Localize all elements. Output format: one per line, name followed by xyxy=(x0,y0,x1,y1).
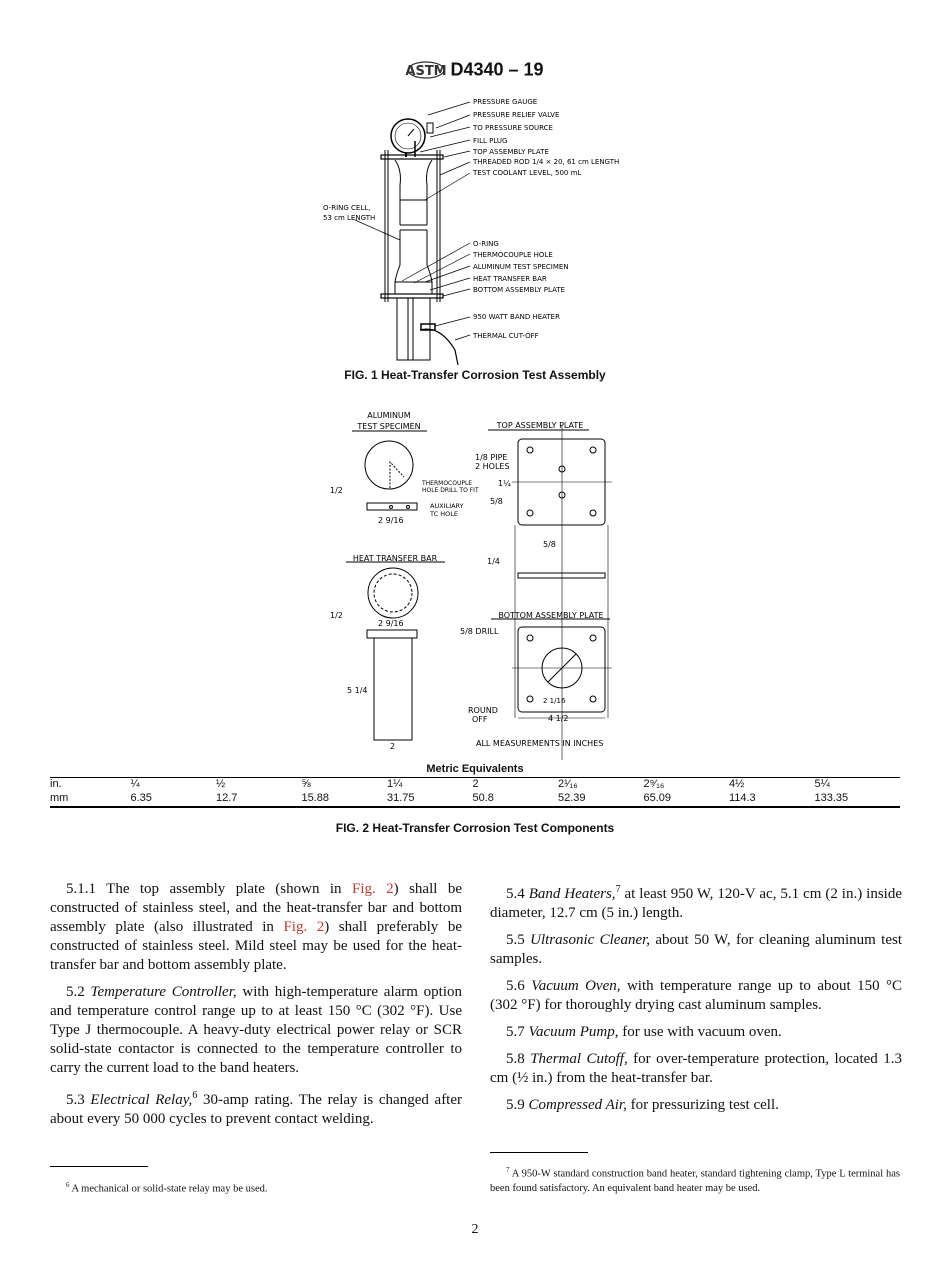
table-cell: 5¼ xyxy=(814,778,830,790)
footnote-divider xyxy=(50,1166,148,1167)
table-cell: 12.7 xyxy=(215,792,238,804)
table-cell: 2¹⁄₁₆ xyxy=(557,778,578,790)
table-cell: 15.88 xyxy=(301,792,329,804)
table-cell: 1¼ xyxy=(386,778,403,790)
label-band-heater: 950 WATT BAND HEATER xyxy=(473,313,560,321)
footnote-7: 7 A 950-W standard construction band hea… xyxy=(490,1166,900,1194)
dim-bar-width: 2 xyxy=(390,742,395,751)
drill-label: 5/8 DRILL xyxy=(460,627,499,636)
figure-2-caption: FIG. 2 Heat-Transfer Corrosion Test Comp… xyxy=(335,821,615,835)
dim-bar-length: 5 1/4 xyxy=(347,686,368,695)
label-thermal-cutoff: THERMAL CUT-OFF xyxy=(472,332,539,340)
round-off-1: ROUND xyxy=(468,706,498,715)
page-number: 2 xyxy=(471,1222,479,1237)
top-plate-title: TOP ASSEMBLY PLATE xyxy=(496,421,584,430)
table-cell: 114.3 xyxy=(728,792,756,804)
table-cell: 31.75 xyxy=(386,792,415,804)
dim-five-eighths: 5/8 xyxy=(490,497,503,506)
label-cell-2: 53 cm LENGTH xyxy=(323,214,375,222)
pipe-1: 1/8 PIPE xyxy=(475,453,507,462)
table-cell: 2 xyxy=(472,778,479,790)
table-cell: ¼ xyxy=(130,778,140,790)
dim-bar-dia: 2 9/16 xyxy=(378,619,404,628)
label-pressure-gauge: PRESSURE GAUGE xyxy=(473,98,537,106)
label-specimen: ALUMINUM TEST SPECIMEN xyxy=(473,263,569,271)
table-cell: 50.8 xyxy=(472,792,494,804)
designation: D4340 – 19 xyxy=(450,59,544,80)
label-o-ring: O-RING xyxy=(473,240,499,248)
specimen-title-1: ALUMINUM xyxy=(367,411,410,420)
specimen-title-2: TEST SPECIMEN xyxy=(356,422,420,431)
label-bottom-plate: BOTTOM ASSEMBLY PLATE xyxy=(473,286,565,294)
label-heat-bar: HEAT TRANSFER BAR xyxy=(473,275,547,283)
aux-hole-1: AUXILIARY xyxy=(430,502,464,510)
label-threaded-rod: THREADED ROD 1/4 × 20, 61 cm LENGTH xyxy=(472,158,619,166)
figure-2-components-drawing: ALUMINUM TEST SPECIMEN THERMOCOUPLE HOLE… xyxy=(330,411,612,760)
table-row-inches: in. ¼ ½ ⅝ 1¼ 2 2¹⁄₁₆ 2⁹⁄₁₆ 4½ 5¼ xyxy=(50,778,900,793)
figure-1-caption: FIG. 1 Heat-Transfer Corrosion Test Asse… xyxy=(344,368,606,382)
round-off-2: OFF xyxy=(472,715,488,724)
fig-2-link[interactable]: Fig. 2 xyxy=(283,919,325,935)
paragraph-5-2: 5.2 Temperature Controller, with high-te… xyxy=(50,984,463,1076)
table-cell: 133.35 xyxy=(814,792,849,804)
page-header: ASTM D4340 – 19 xyxy=(0,56,950,84)
paragraph-5-1-1: 5.1.1 The top assembly plate (shown in F… xyxy=(50,881,462,973)
table-cell: 65.09 xyxy=(643,792,671,804)
table-cell: 2⁹⁄₁₆ xyxy=(643,778,665,790)
bar-title: HEAT TRANSFER BAR xyxy=(353,554,438,563)
table-row-mm: mm 6.35 12.7 15.88 31.75 50.8 52.39 65.09 114.3 1… xyxy=(50,792,900,807)
label-coolant-level: TEST COOLANT LEVEL, 500 mL xyxy=(472,169,581,177)
row-header-cell: mm xyxy=(50,792,69,804)
svg-text:ASTM: ASTM xyxy=(406,64,446,79)
metric-table-title: Metric Equivalents xyxy=(426,763,524,775)
fig-2-link[interactable]: Fig. 2 xyxy=(351,881,394,897)
paragraph-5-9: 5.9 Compressed Air, for pressurizing tes… xyxy=(506,1097,779,1113)
left-column: 5.1.1 The top assembly plate (shown in F… xyxy=(50,880,462,1137)
dim-half-bar: 1/2 xyxy=(330,611,343,620)
dim-specimen-dia: 2 9/16 xyxy=(378,516,404,525)
dim-half-specimen: 1/2 xyxy=(330,486,343,495)
paragraph-5-4: 5.4 Band Heaters,7 at least 950 W, 120-V… xyxy=(490,884,903,921)
paragraph-5-8: 5.8 Thermal Cutoff, for over-temperature… xyxy=(490,1051,902,1086)
aux-hole-2: TC HOLE xyxy=(429,510,458,518)
measurement-note: ALL MEASUREMENTS IN INCHES xyxy=(476,739,603,748)
footnote-ref-6[interactable]: 6 xyxy=(192,1090,198,1101)
table-cell: 6.35 xyxy=(130,792,152,804)
tc-hole-2: HOLE DRILL TO FIT xyxy=(422,487,479,494)
label-top-plate: TOP ASSEMBLY PLATE xyxy=(472,148,549,156)
row-header-cell: in. xyxy=(50,778,62,790)
paragraph-5-7: 5.7 Vacuum Pump, for use with vacuum ove… xyxy=(506,1024,782,1040)
right-column: 5.4 Band Heaters,7 at least 950 W, 120-V… xyxy=(490,880,902,1123)
pipe-2: 2 HOLES xyxy=(475,462,510,471)
label-relief-valve: PRESSURE RELIEF VALVE xyxy=(473,111,559,119)
figure-1-assembly-drawing: PRESSURE GAUGE PRESSURE RELIEF VALVE TO … xyxy=(323,98,619,366)
tc-hole-1: THERMOCOUPLE xyxy=(421,480,472,487)
footnote-6: 6 A mechanical or solid-state relay may … xyxy=(66,1181,268,1195)
table-cell: 52.39 xyxy=(557,792,586,804)
dim-five-eighths-2: 5/8 xyxy=(543,540,556,549)
dim-quarter: 1/4 xyxy=(487,557,500,566)
dim-plate-width: 4 1/2 xyxy=(548,714,569,723)
dim-hole-dia: 2 1/16 xyxy=(543,697,566,705)
paragraph-5-5: 5.5 Ultrasonic Cleaner, about 50 W, for … xyxy=(490,932,903,967)
table-cell: 4½ xyxy=(728,778,745,790)
astm-logo: ASTM xyxy=(406,61,447,79)
metric-equivalents-table: in. ¼ ½ ⅝ 1¼ 2 2¹⁄₁₆ 2⁹⁄₁₆ 4½ 5¼ mm 6.35 12.7 15.88 3… xyxy=(50,777,900,808)
label-pressure-source: TO PRESSURE SOURCE xyxy=(472,124,553,132)
dim-one-quarter: 1¼ xyxy=(498,479,511,488)
paragraph-5-3: 5.3 Electrical Relay,6 30-amp rating. Th… xyxy=(50,1090,463,1127)
footnote-divider xyxy=(490,1152,588,1153)
table-cell: ½ xyxy=(215,778,226,790)
table-cell: ⅝ xyxy=(301,778,311,790)
label-fill-plug: FILL PLUG xyxy=(473,137,507,145)
label-cell-1: O-RING CELL, xyxy=(323,204,370,212)
label-thermocouple-hole: THERMOCOUPLE HOLE xyxy=(472,251,553,259)
paragraph-5-6: 5.6 Vacuum Oven, with temperature range … xyxy=(490,978,903,1013)
footnote-ref-7[interactable]: 7 xyxy=(615,884,621,895)
bottom-plate-title: BOTTOM ASSEMBLY PLATE xyxy=(498,611,603,620)
